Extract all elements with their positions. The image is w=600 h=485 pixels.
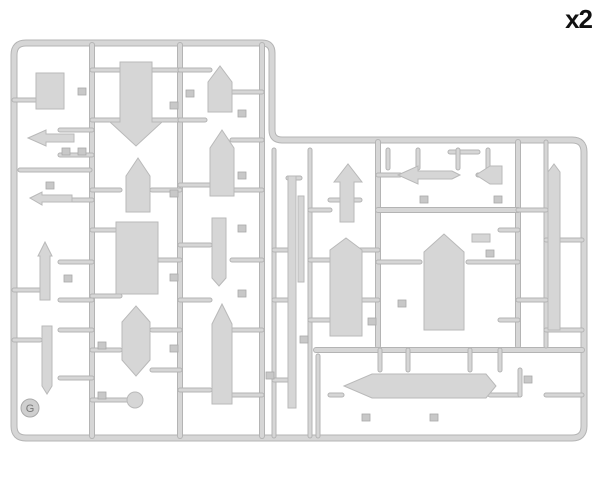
sign-arrow-part	[332, 163, 364, 223]
part-number-tag	[45, 181, 55, 190]
sign-arrow-part	[108, 61, 164, 147]
part-number-tag	[169, 189, 179, 198]
sign-arrow-part	[26, 129, 75, 147]
part-number-tag	[523, 375, 533, 384]
part-number-tag	[361, 413, 371, 422]
part-number-tag	[237, 109, 247, 118]
part-number-tag	[419, 195, 429, 204]
part-number-tag	[265, 371, 275, 380]
part-number-tag	[61, 147, 71, 156]
part-number-tag	[77, 87, 87, 96]
part-number-tag	[169, 101, 179, 110]
sign-arrow-part	[121, 305, 151, 377]
sprue-frame	[10, 39, 588, 442]
sign-arrow-part	[207, 65, 233, 113]
part-number-tag	[299, 335, 309, 344]
post-part	[287, 175, 297, 409]
part-number-tag	[493, 195, 503, 204]
part-number-tag	[97, 391, 107, 400]
part-number-tag	[397, 299, 407, 308]
sign-plate-part	[115, 221, 159, 295]
quantity-label: x2	[565, 4, 593, 34]
round-sign-part	[126, 391, 144, 409]
part-number-tag	[237, 289, 247, 298]
part-number-tag	[169, 344, 179, 353]
sign-plate-part	[329, 237, 363, 337]
post-part	[41, 325, 53, 395]
part-number-tag	[367, 317, 377, 326]
sign-arrow-part	[396, 165, 462, 185]
post-part	[211, 217, 227, 287]
sprue-letter: G	[26, 403, 35, 415]
part-number-tag	[169, 273, 179, 282]
part-number-tag	[97, 341, 107, 350]
part-number-tag	[77, 147, 87, 156]
post-part	[297, 195, 305, 283]
part-number-tag	[429, 413, 439, 422]
sign-plate-part	[423, 233, 465, 331]
sprue-letter-mark: G	[20, 398, 40, 418]
sign-plate-part	[471, 233, 491, 243]
part-number-tag	[237, 224, 247, 233]
sign-arrow-part	[37, 240, 53, 301]
sign-arrow-part	[475, 165, 503, 185]
part-number-tag	[63, 274, 73, 283]
sign-arrow-part	[209, 129, 235, 197]
part-number-tag	[185, 89, 195, 98]
part-number-tag	[485, 249, 495, 258]
sign-arrow-part	[28, 191, 73, 206]
sign-plate-part	[35, 72, 65, 110]
sign-arrow-part	[342, 373, 497, 399]
part-number-tag	[237, 171, 247, 180]
post-part	[547, 163, 561, 331]
sign-arrow-part	[125, 157, 151, 213]
parts-group	[26, 61, 561, 422]
sign-arrow-part	[211, 302, 233, 405]
